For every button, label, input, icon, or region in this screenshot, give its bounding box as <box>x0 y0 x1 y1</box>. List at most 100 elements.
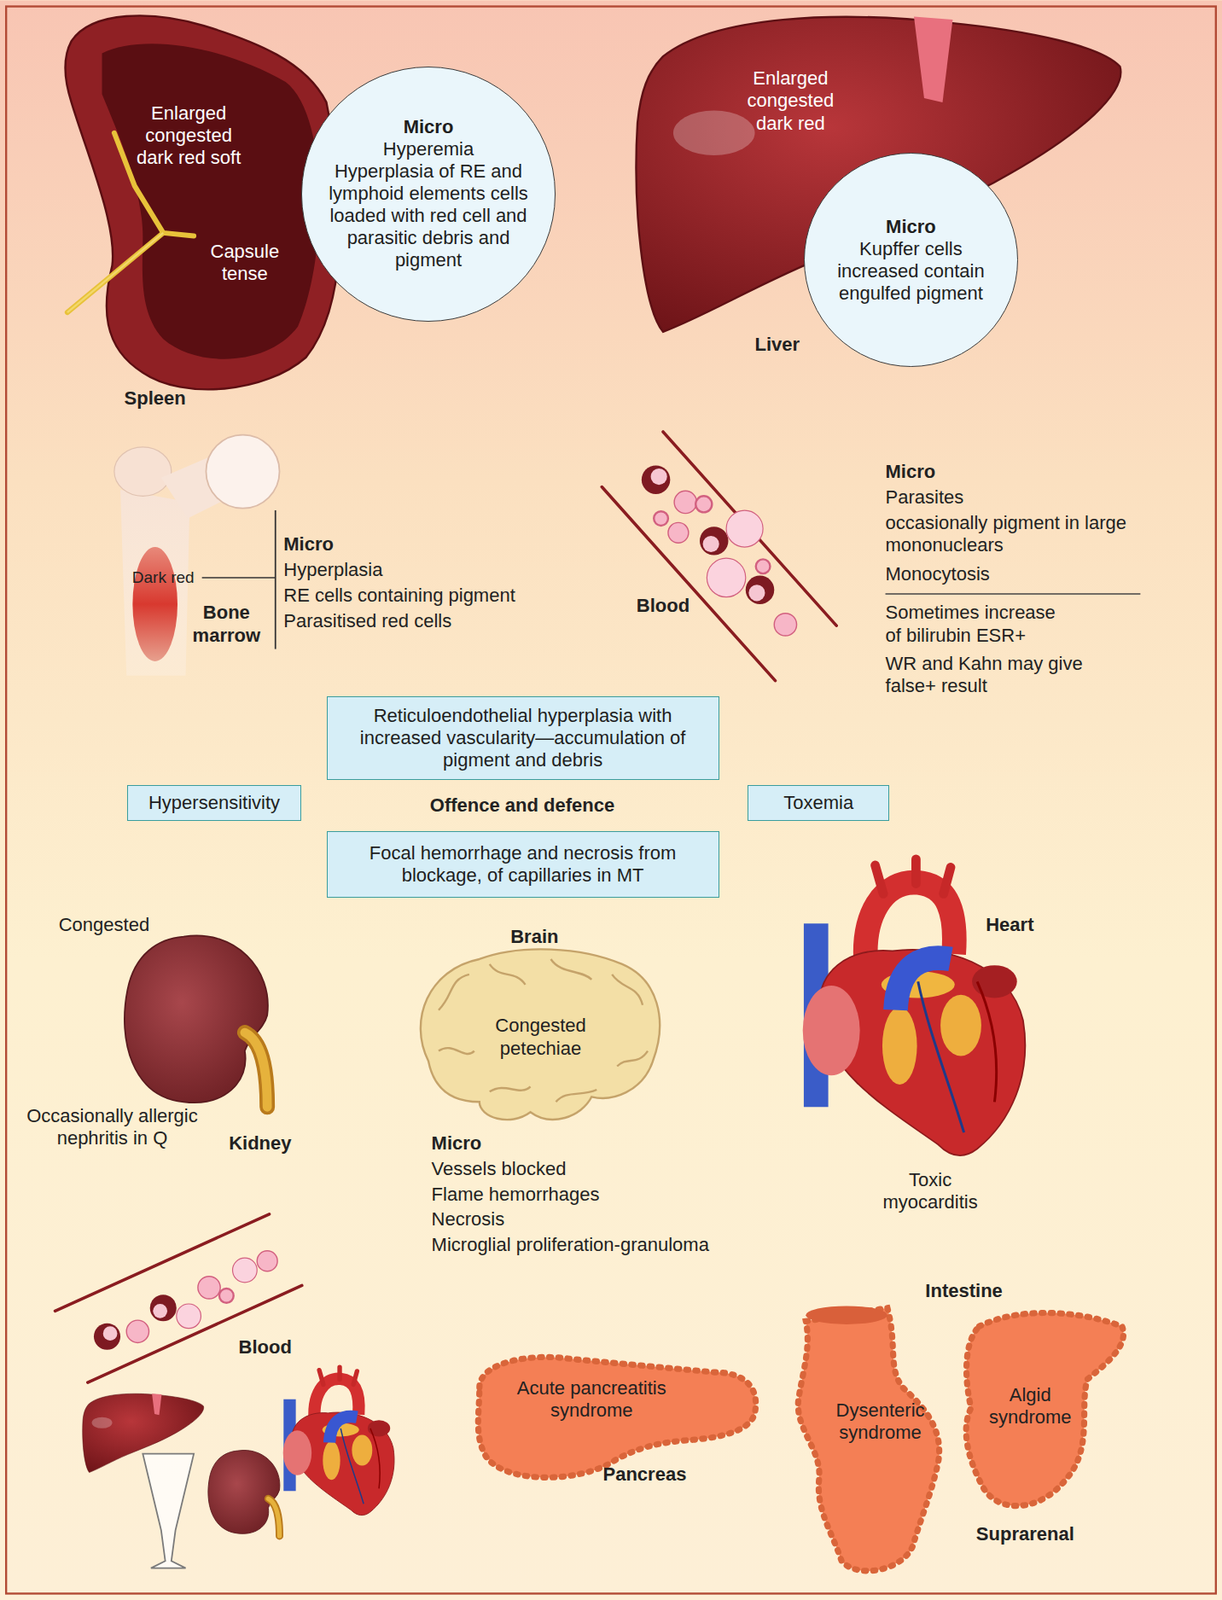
organ-note: Enlarged congested dark red soft <box>132 102 245 170</box>
divider-line <box>885 593 1141 594</box>
micro-circle: MicroHyperemiaHyperplasia of RE and lymp… <box>301 66 557 322</box>
organ-name: Brain <box>510 925 559 949</box>
blood-vessel-drawing <box>197 1276 221 1299</box>
syndrome-label: Algid syndrome <box>983 1384 1077 1430</box>
organ-note: Occasionally allergic nephritis in Q <box>25 1105 199 1151</box>
blood-vessel-drawing <box>706 558 745 597</box>
femur-drawing <box>132 546 178 662</box>
heart-drawing <box>918 981 965 1133</box>
blood-vessel-drawing <box>256 1251 278 1272</box>
organ-name: Pancreas <box>603 1463 687 1486</box>
node-text: Focal hemorrhage and necrosis from block… <box>337 842 709 887</box>
heart-drawing <box>803 985 861 1076</box>
blood-vessel-drawing <box>756 558 771 574</box>
blood-vessel-drawing <box>695 495 712 513</box>
node-text: Hypersensitivity <box>148 791 280 815</box>
pancreas-drawing <box>477 1356 756 1478</box>
organ-name: Bone marrow <box>180 601 274 647</box>
kidney-drawing <box>244 1032 268 1107</box>
spleen-drawing <box>102 43 321 360</box>
micro-heading: Micro <box>431 1132 483 1155</box>
organ-note: Toxic myocarditis <box>878 1169 982 1215</box>
blood-vessel-drawing <box>651 468 668 485</box>
node-text: Toxemia <box>783 791 854 815</box>
intestine-drawing <box>797 1308 939 1572</box>
syndrome-label: Dysenteric syndrome <box>829 1399 932 1445</box>
micro-item: occasionally pigment in large mononuclea… <box>885 512 1131 558</box>
process-box: Hypersensitivity <box>127 785 301 821</box>
blood-vessel-drawing <box>699 526 728 555</box>
blood-vessel-drawing <box>726 510 763 547</box>
micro-item: Hyperplasia <box>283 558 383 582</box>
lab-note: WR and Kahn may give false+ result <box>885 652 1116 699</box>
syndrome-label: Acute pancreatitis syndrome <box>494 1377 689 1423</box>
blood-vessel-drawing <box>748 584 765 601</box>
organ-note: Dark red <box>132 568 195 588</box>
organ-name: Heart <box>985 913 1034 937</box>
heart-drawing <box>971 965 1018 998</box>
mini-organs <box>142 1454 194 1569</box>
blood-vessel-drawing <box>55 1214 303 1383</box>
blood-vessel-drawing <box>601 431 837 681</box>
femur-drawing <box>114 447 172 496</box>
frame <box>5 6 1217 1595</box>
spleen-drawing <box>65 15 341 390</box>
node-text: Hyperemia <box>312 138 546 161</box>
organ-name: Kidney <box>228 1132 291 1155</box>
micro-item: Parasitised red cells <box>283 610 452 633</box>
kidney-drawing <box>244 1032 268 1107</box>
heart-drawing <box>875 859 951 895</box>
micro-circle: MicroKupffer cells increased contain eng… <box>803 152 1019 367</box>
micro-item: Microglial proliferation-granuloma <box>431 1233 710 1257</box>
organ-name: Liver <box>755 333 801 356</box>
blood-vessel-drawing <box>641 465 670 494</box>
liver-drawing <box>673 110 756 156</box>
pancreas-drawing <box>477 1356 756 1478</box>
suprarenal-drawing <box>965 1313 1124 1507</box>
heart-drawing <box>940 995 982 1057</box>
organ-name: Suprarenal <box>976 1523 1075 1546</box>
node-text: Hyperplasia of RE and lymphoid elements … <box>312 160 546 272</box>
blood-vessel-drawing <box>176 1303 202 1329</box>
blood-vessel-drawing <box>703 535 720 553</box>
mini-organs <box>208 1450 280 1537</box>
heart-drawing <box>977 981 997 1102</box>
organ-name: Blood <box>636 594 690 617</box>
spleen-drawing <box>67 232 163 313</box>
femur-drawing <box>274 510 277 650</box>
blood-vessel-drawing <box>103 1326 118 1341</box>
blood-vessel-drawing <box>601 487 775 681</box>
organ-name: Blood <box>238 1336 292 1359</box>
brain-drawing <box>420 948 660 1120</box>
blood-vessel-drawing <box>152 1303 168 1319</box>
mini-organs <box>283 1367 395 1516</box>
heart-drawing <box>895 958 951 1011</box>
organ-name: Intestine <box>925 1280 1002 1303</box>
center-heading: Offence and defence <box>430 794 615 817</box>
suprarenal-drawing <box>965 1313 1124 1507</box>
blood-vessel-drawing <box>126 1320 149 1343</box>
micro-item: Necrosis <box>431 1208 506 1231</box>
blood-vessel-drawing <box>653 511 669 526</box>
micro-heading: Micro <box>826 215 996 239</box>
blood-vessel-drawing <box>219 1288 234 1304</box>
organ-note: Congested petechiae <box>479 1014 602 1060</box>
kidney-drawing <box>124 935 268 1103</box>
micro-heading: Micro <box>283 533 334 556</box>
process-box: Toxemia <box>747 785 890 821</box>
organ-note: Capsule tense <box>198 240 291 286</box>
blood-vessel-drawing <box>773 613 797 636</box>
process-box: Focal hemorrhage and necrosis from block… <box>326 831 720 898</box>
spleen-drawing <box>65 15 341 390</box>
blood-vessel-drawing <box>87 1285 303 1383</box>
blood-vessel-drawing <box>232 1257 258 1283</box>
micro-item: Monocytosis <box>885 563 990 586</box>
micro-item: Parasites <box>885 486 1131 509</box>
blood-vessel-drawing <box>150 1294 177 1321</box>
liver-drawing <box>913 16 953 102</box>
intestine-drawing <box>797 1305 939 1571</box>
micro-item: RE cells containing pigment <box>283 584 515 607</box>
organ-note: Congested <box>58 913 150 937</box>
